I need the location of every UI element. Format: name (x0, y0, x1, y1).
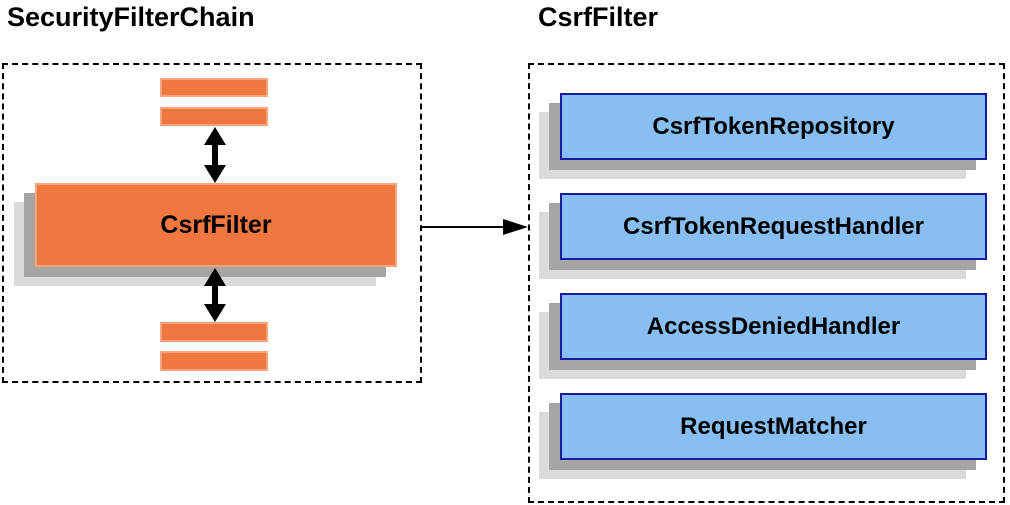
arrow-right-icon (422, 219, 528, 235)
component-box-csrf-token-request-handler: CsrfTokenRequestHandler (560, 193, 987, 260)
double-arrow-icon (204, 127, 226, 183)
component-label: RequestMatcher (680, 412, 867, 440)
filter-placeholder-bar (160, 351, 268, 371)
filter-placeholder-bar (160, 107, 268, 126)
security-filter-chain-panel: CsrfFilter (2, 63, 422, 383)
csrf-filter-box: CsrfFilter (35, 183, 397, 267)
filter-placeholder-bar (160, 322, 268, 342)
filter-placeholder-bar (160, 78, 268, 97)
right-panel-title: CsrfFilter (538, 2, 659, 32)
left-panel-title: SecurityFilterChain (7, 2, 255, 32)
double-arrow-icon (204, 268, 226, 322)
csrf-filter-panel: CsrfTokenRepository CsrfTokenRequestHand… (528, 63, 1005, 503)
component-label: AccessDeniedHandler (646, 312, 901, 340)
component-box-csrf-token-repository: CsrfTokenRepository (560, 93, 987, 160)
component-box-access-denied-handler: AccessDeniedHandler (560, 293, 987, 360)
csrf-filter-label: CsrfFilter (160, 210, 272, 239)
component-box-request-matcher: RequestMatcher (560, 393, 987, 460)
component-label: CsrfTokenRepository (652, 112, 895, 140)
component-label: CsrfTokenRequestHandler (623, 212, 924, 240)
